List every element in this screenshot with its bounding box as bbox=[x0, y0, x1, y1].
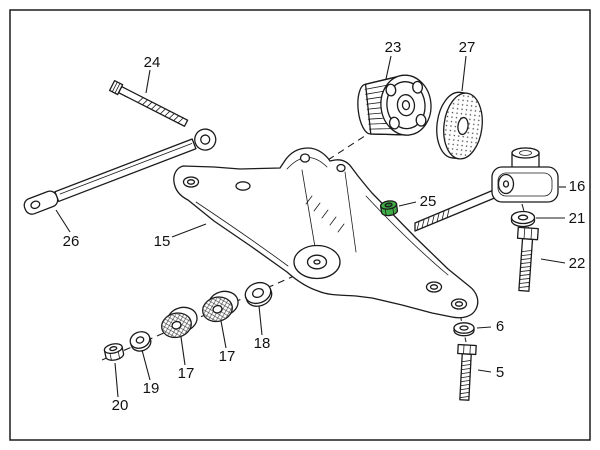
part-label-21[interactable]: 21 bbox=[569, 210, 586, 227]
leader-line-22 bbox=[540, 258, 566, 264]
leader-line-27 bbox=[461, 55, 467, 92]
part-label-17b[interactable]: 17 bbox=[178, 365, 195, 382]
leader-line-6 bbox=[476, 326, 492, 329]
bolt-22-head bbox=[516, 226, 539, 241]
leader-line-18 bbox=[258, 305, 263, 336]
leader-line-26 bbox=[55, 209, 71, 233]
part-21-washer bbox=[510, 210, 536, 228]
leader-line-23 bbox=[385, 55, 392, 80]
callout-27[interactable]: 27 bbox=[459, 39, 476, 92]
ear-hole-left bbox=[299, 153, 311, 163]
brace-paddle bbox=[23, 190, 59, 215]
part-16-mount bbox=[414, 147, 559, 232]
bolt-5-head bbox=[457, 343, 477, 356]
oval-hole bbox=[235, 181, 251, 191]
part-15-crossmember bbox=[173, 147, 479, 319]
disc-hole bbox=[457, 116, 469, 136]
leader-line-5 bbox=[477, 369, 492, 373]
callout-17b[interactable]: 17 bbox=[178, 336, 195, 382]
part-19-washer bbox=[129, 331, 152, 352]
leader-line-19 bbox=[141, 349, 151, 381]
callout-5[interactable]: 5 bbox=[477, 364, 504, 381]
part-26-brace bbox=[23, 128, 217, 215]
part-label-18[interactable]: 18 bbox=[254, 335, 271, 352]
ear-hole-right bbox=[336, 163, 346, 173]
callout-26[interactable]: 26 bbox=[55, 209, 80, 250]
callout-25[interactable]: 25 bbox=[398, 193, 437, 210]
part-27-damper-disc bbox=[436, 91, 483, 160]
part-label-22[interactable]: 22 bbox=[569, 255, 586, 272]
gusset-hatching bbox=[305, 195, 345, 233]
callout-22[interactable]: 22 bbox=[540, 255, 586, 272]
bolt-24-threads bbox=[137, 97, 184, 124]
leader-line-20 bbox=[114, 362, 119, 398]
callout-21[interactable]: 21 bbox=[536, 210, 585, 227]
part-label-5[interactable]: 5 bbox=[496, 364, 504, 381]
part-label-17a[interactable]: 17 bbox=[219, 348, 236, 365]
part-6-washer bbox=[453, 322, 475, 337]
bolt-5-threads bbox=[459, 360, 472, 399]
part-18-ring-washer bbox=[244, 281, 273, 307]
callout-15[interactable]: 15 bbox=[154, 223, 207, 250]
leader-line-24 bbox=[145, 69, 151, 94]
part-17-bushing-1 bbox=[202, 290, 239, 323]
part-24-bolt bbox=[108, 79, 189, 127]
callout-20[interactable]: 20 bbox=[112, 362, 129, 414]
callout-24[interactable]: 24 bbox=[144, 54, 161, 94]
part-label-26[interactable]: 26 bbox=[63, 233, 80, 250]
part-label-6[interactable]: 6 bbox=[496, 318, 504, 335]
callout-19[interactable]: 19 bbox=[141, 349, 160, 397]
bolt-22-threads bbox=[518, 250, 533, 288]
part-label-25[interactable]: 25 bbox=[420, 193, 437, 210]
part-5-bolt bbox=[457, 343, 477, 401]
part-label-16[interactable]: 16 bbox=[569, 178, 586, 195]
part-25-nut-highlighted[interactable] bbox=[379, 200, 399, 217]
leader-line-25 bbox=[398, 201, 417, 207]
leader-line-17b bbox=[180, 336, 186, 366]
callouts: 24 26 23 27 16 25 21 22 bbox=[55, 39, 586, 414]
part-label-27[interactable]: 27 bbox=[459, 39, 476, 56]
callout-16[interactable]: 16 bbox=[559, 178, 585, 195]
part-label-23[interactable]: 23 bbox=[385, 39, 402, 56]
leader-line-17a bbox=[220, 320, 227, 349]
leader-line-15 bbox=[171, 223, 207, 238]
callout-18[interactable]: 18 bbox=[254, 305, 271, 352]
part-label-15[interactable]: 15 bbox=[154, 233, 171, 250]
callout-23[interactable]: 23 bbox=[385, 39, 402, 80]
part-17-bushing-2 bbox=[161, 306, 198, 339]
rod-threads bbox=[416, 209, 450, 231]
part-label-24[interactable]: 24 bbox=[144, 54, 161, 71]
part-20-nut bbox=[103, 343, 125, 361]
part-label-20[interactable]: 20 bbox=[112, 397, 129, 414]
part-label-19[interactable]: 19 bbox=[143, 380, 160, 397]
part-23-round-mount bbox=[357, 74, 432, 136]
diagram-border bbox=[9, 9, 591, 441]
callout-17a[interactable]: 17 bbox=[219, 320, 236, 365]
part-22-bolt bbox=[516, 226, 539, 292]
callout-6[interactable]: 6 bbox=[476, 318, 504, 335]
